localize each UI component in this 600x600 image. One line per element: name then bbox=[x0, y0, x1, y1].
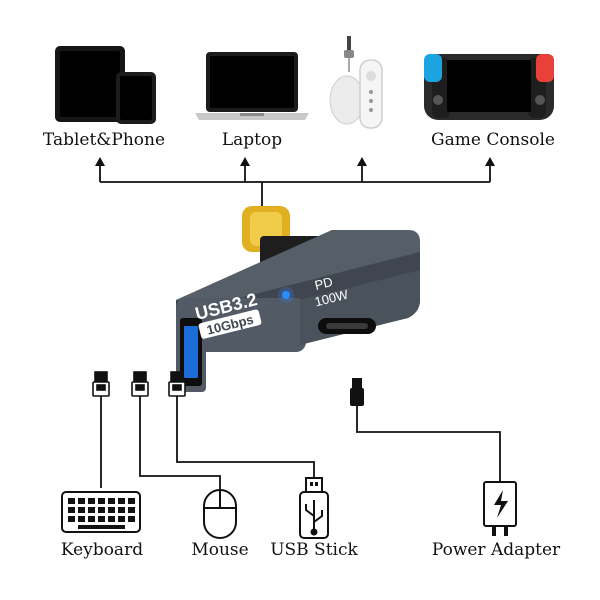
usb-stick-icon bbox=[299, 477, 329, 539]
label-laptop: Laptop bbox=[221, 130, 283, 150]
usb-plug-1-icon bbox=[92, 371, 110, 397]
top-connection-lines bbox=[99, 164, 491, 208]
label-tablet-phone: Tablet&Phone bbox=[42, 130, 166, 150]
top-arrowheads bbox=[95, 157, 495, 166]
usb-plug-3-icon bbox=[168, 371, 186, 397]
label-mouse: Mouse bbox=[191, 540, 249, 560]
usb-c-cable-plug-icon bbox=[350, 378, 364, 406]
bottom-cables bbox=[100, 396, 501, 490]
keyboard-icon bbox=[61, 491, 141, 533]
indicator-led bbox=[282, 291, 290, 299]
pd-label: PD bbox=[313, 274, 334, 293]
usb-plug-2-icon bbox=[131, 371, 149, 397]
laptop-icon bbox=[195, 52, 309, 120]
mouse-icon bbox=[203, 489, 237, 539]
speed-badge bbox=[198, 309, 262, 339]
label-usb-stick: USB Stick bbox=[270, 540, 358, 560]
streaming-stick-icon bbox=[329, 36, 383, 129]
usb-c-port bbox=[318, 318, 376, 334]
label-keyboard: Keyboard bbox=[60, 540, 144, 560]
tablet-phone-icon bbox=[55, 46, 156, 124]
label-game-console: Game Console bbox=[431, 130, 555, 150]
power-adapter-icon bbox=[483, 481, 517, 536]
game-console-icon bbox=[424, 54, 554, 120]
label-power-adapter: Power Adapter bbox=[431, 540, 561, 560]
